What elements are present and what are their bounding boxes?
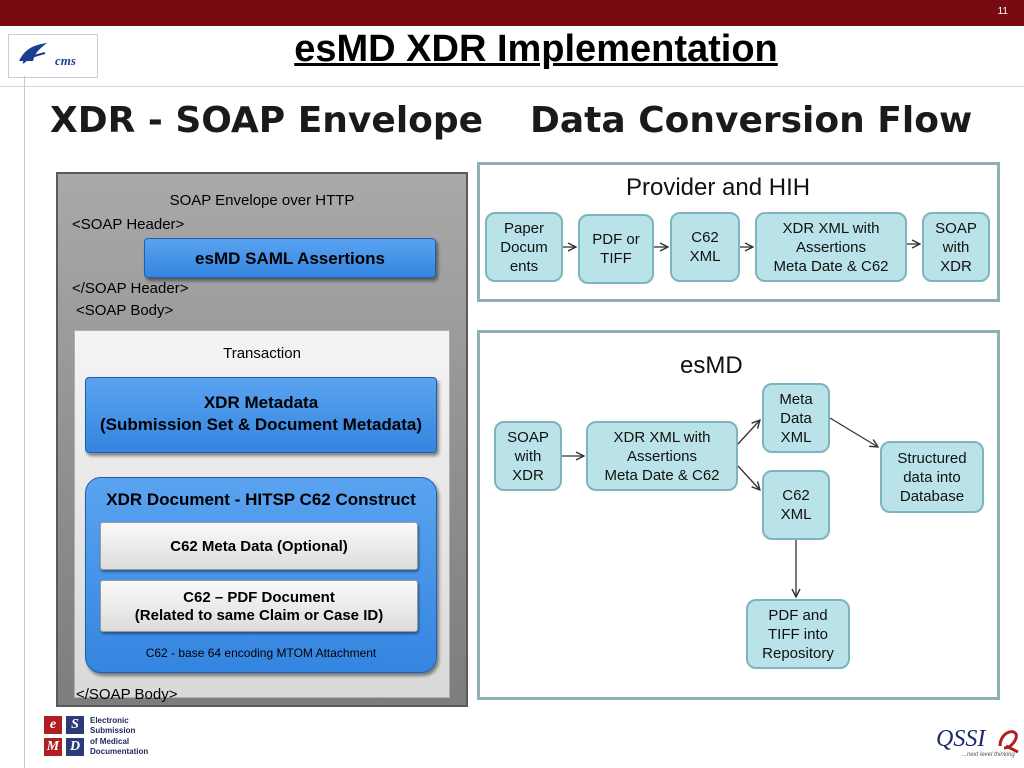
cms-logo-text: cms: [55, 53, 76, 68]
paper-documents-node: Paper Docum ents: [485, 212, 563, 282]
xdr-xml-node: XDR XML with Assertions Meta Date & C62: [755, 212, 907, 282]
xdr-metadata-box: XDR Metadata (Submission Set & Document …: [85, 377, 437, 453]
xdr-document-title: XDR Document - HITSP C62 Construct: [106, 490, 416, 509]
header-divider: [0, 86, 1024, 87]
c62-pdf-title: C62 – PDF Document: [183, 589, 335, 606]
esmd-xdr-xml-node: XDR XML with Assertions Meta Date & C62: [586, 421, 738, 491]
esmd-c62-xml-node: C62 XML: [762, 470, 830, 540]
saml-assertions-box: esMD SAML Assertions: [144, 238, 436, 278]
c62-meta-data-box: C62 Meta Data (Optional): [100, 522, 418, 570]
qssi-tagline: ...next level thinking: [962, 752, 1015, 758]
pdf-tiff-node: PDF or TIFF: [578, 214, 654, 284]
slide-title: esMD XDR Implementation: [294, 28, 778, 70]
page-number: 11: [997, 6, 1008, 17]
provider-hih-title: Provider and HIH: [626, 174, 811, 201]
soap-envelope-heading: XDR - SOAP Envelope: [50, 100, 484, 141]
soap-body-open: <SOAP Body>: [76, 302, 174, 319]
esmd-letter-d: D: [66, 738, 84, 756]
meta-data-xml-node: Meta Data XML: [762, 383, 830, 453]
esmd-letter-s: S: [66, 716, 84, 734]
c62-pdf-document-box: C62 – PDF Document (Related to same Clai…: [100, 580, 418, 632]
transaction-box: Transaction XDR Metadata (Submission Set…: [74, 330, 450, 698]
esmd-logo: e S M D Electronic Submission of Medical…: [44, 716, 154, 760]
repository-node: PDF and TIFF into Repository: [746, 599, 850, 669]
left-margin-line: [24, 76, 25, 768]
base64-note: C62 - base 64 encoding MTOM Attachment: [145, 646, 377, 660]
esmd-word-submission: Submission: [90, 726, 136, 735]
xdr-metadata-title: XDR Metadata: [203, 393, 319, 412]
envelope-title: SOAP Envelope over HTTP: [169, 192, 355, 209]
esmd-soap-xdr-node: SOAP with XDR: [494, 421, 562, 491]
esmd-panel-title: esMD: [680, 352, 743, 379]
top-banner: 11: [0, 0, 1024, 26]
qssi-swoosh-icon: [998, 730, 1019, 754]
esmd-word-electronic: Electronic: [90, 716, 129, 725]
xdr-metadata-subtitle: (Submission Set & Document Metadata): [99, 415, 423, 434]
cms-logo: cms: [8, 34, 98, 78]
c62-xml-node: C62 XML: [670, 212, 740, 282]
data-conversion-heading: Data Conversion Flow: [530, 100, 973, 141]
esmd-panel: [477, 330, 1000, 700]
xdr-document-box: XDR Document - HITSP C62 Construct C62 M…: [85, 477, 437, 673]
soap-header-close: </SOAP Header>: [72, 280, 189, 297]
soap-body-close: </SOAP Body>: [76, 686, 178, 703]
esmd-letter-e: e: [44, 716, 62, 734]
esmd-word-medical: of Medical: [90, 737, 130, 746]
c62-pdf-subtitle: (Related to same Claim or Case ID): [134, 607, 384, 624]
esmd-word-documentation: Documentation: [90, 747, 149, 756]
transaction-label: Transaction: [223, 345, 301, 362]
hhs-eagle-icon: [19, 43, 47, 64]
soap-xdr-node: SOAP with XDR: [922, 212, 990, 282]
structured-data-node: Structured data into Database: [880, 441, 984, 513]
soap-header-open: <SOAP Header>: [72, 216, 185, 233]
esmd-letter-m: M: [44, 738, 62, 756]
qssi-logo: QSSI: [936, 726, 986, 752]
soap-envelope: SOAP Envelope over HTTP <SOAP Header> es…: [56, 172, 468, 707]
